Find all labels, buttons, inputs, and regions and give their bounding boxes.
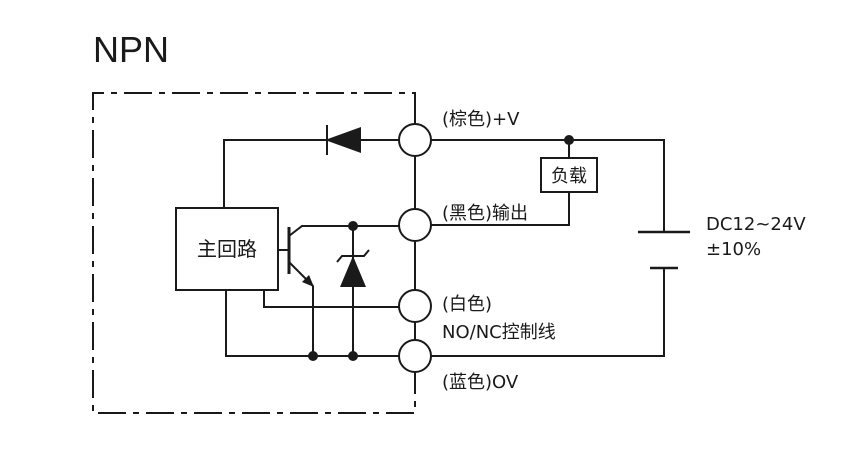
label-black: (黑色)输出 bbox=[442, 203, 528, 224]
main-circuit-label: 主回路 bbox=[197, 237, 257, 261]
white-control-wire bbox=[263, 290, 399, 308]
emitter-arrow bbox=[302, 275, 314, 287]
zener-diode bbox=[340, 256, 366, 287]
zener-diode-bar bbox=[336, 249, 370, 263]
label-blue: (蓝色)OV bbox=[442, 372, 519, 393]
protection-diode bbox=[325, 127, 361, 153]
junction-dot bbox=[348, 351, 358, 361]
label-white-1: (白色) bbox=[442, 294, 492, 315]
label-brown: (棕色)+V bbox=[442, 109, 520, 130]
load-output-wire bbox=[431, 192, 570, 226]
load-label: 负载 bbox=[551, 166, 587, 187]
transistor-collector bbox=[288, 225, 399, 237]
vplus-internal-wire bbox=[223, 139, 399, 208]
external-vplus-wire bbox=[431, 139, 665, 232]
junction-dot bbox=[308, 351, 318, 361]
sensor-enclosure bbox=[92, 92, 416, 414]
supply-voltage: DC12~24V bbox=[706, 214, 806, 235]
load-box bbox=[540, 157, 598, 193]
terminal-brown bbox=[398, 123, 432, 157]
junction-dot bbox=[348, 221, 358, 231]
diagram-title: NPN bbox=[93, 29, 169, 70]
supply-tolerance: ±10% bbox=[706, 239, 761, 260]
terminal-white bbox=[398, 289, 432, 323]
main-circuit-box bbox=[175, 207, 279, 291]
label-white-2: NO/NC控制线 bbox=[442, 322, 556, 343]
terminal-black bbox=[398, 208, 432, 242]
ov-internal-wire bbox=[225, 290, 399, 357]
external-ov-wire bbox=[431, 268, 665, 357]
terminal-blue bbox=[398, 339, 432, 373]
